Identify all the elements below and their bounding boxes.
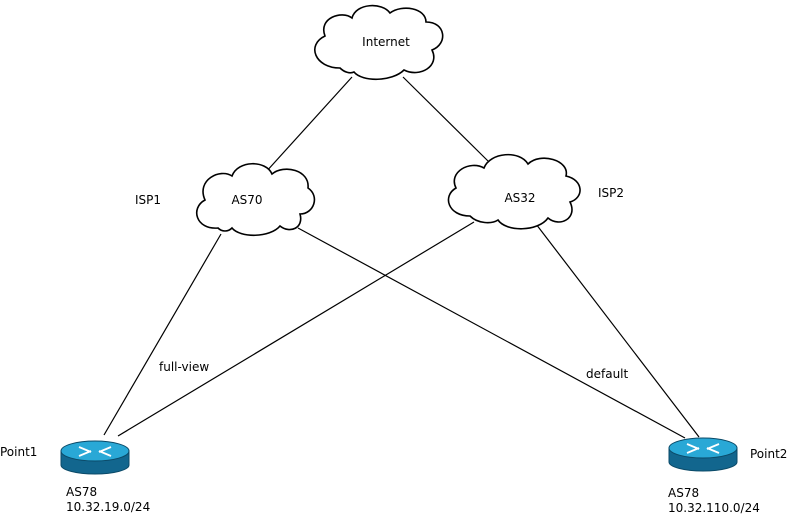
point2-as-label: AS78 (668, 486, 699, 500)
as70-label: AS70 (231, 193, 262, 207)
link-as70-point2 (297, 227, 686, 439)
point1-as-label: AS78 (66, 485, 97, 499)
isp1-label: ISP1 (135, 193, 161, 207)
link-as70-point1 (103, 233, 222, 436)
point1-prefix-label: 10.32.19.0/24 (66, 500, 150, 514)
link-as32-point2 (535, 223, 700, 438)
cloud-icon (195, 162, 316, 237)
router-icon (60, 440, 130, 475)
router-point1 (60, 440, 130, 475)
as32-cloud: AS32 (447, 153, 581, 230)
isp2-label: ISP2 (598, 186, 624, 200)
link-label-full-view: full-view (159, 360, 209, 374)
link-internet-as70 (264, 76, 353, 174)
point2-label: Point2 (750, 447, 787, 461)
router-icon (668, 437, 738, 472)
link-internet-as32 (402, 76, 489, 162)
point2-prefix-label: 10.32.110.0/24 (668, 501, 760, 515)
as70-cloud: AS70 (195, 162, 316, 237)
cloud-icon (314, 4, 444, 81)
link-as32-point1 (117, 221, 475, 437)
link-label-default: default (586, 367, 629, 381)
router-point2 (668, 437, 738, 472)
internet-cloud: Internet (314, 4, 444, 81)
cloud-icon (447, 153, 581, 230)
as32-label: AS32 (504, 191, 535, 205)
point1-label: Point1 (0, 445, 37, 459)
links (103, 76, 700, 439)
internet-label: Internet (362, 35, 410, 49)
